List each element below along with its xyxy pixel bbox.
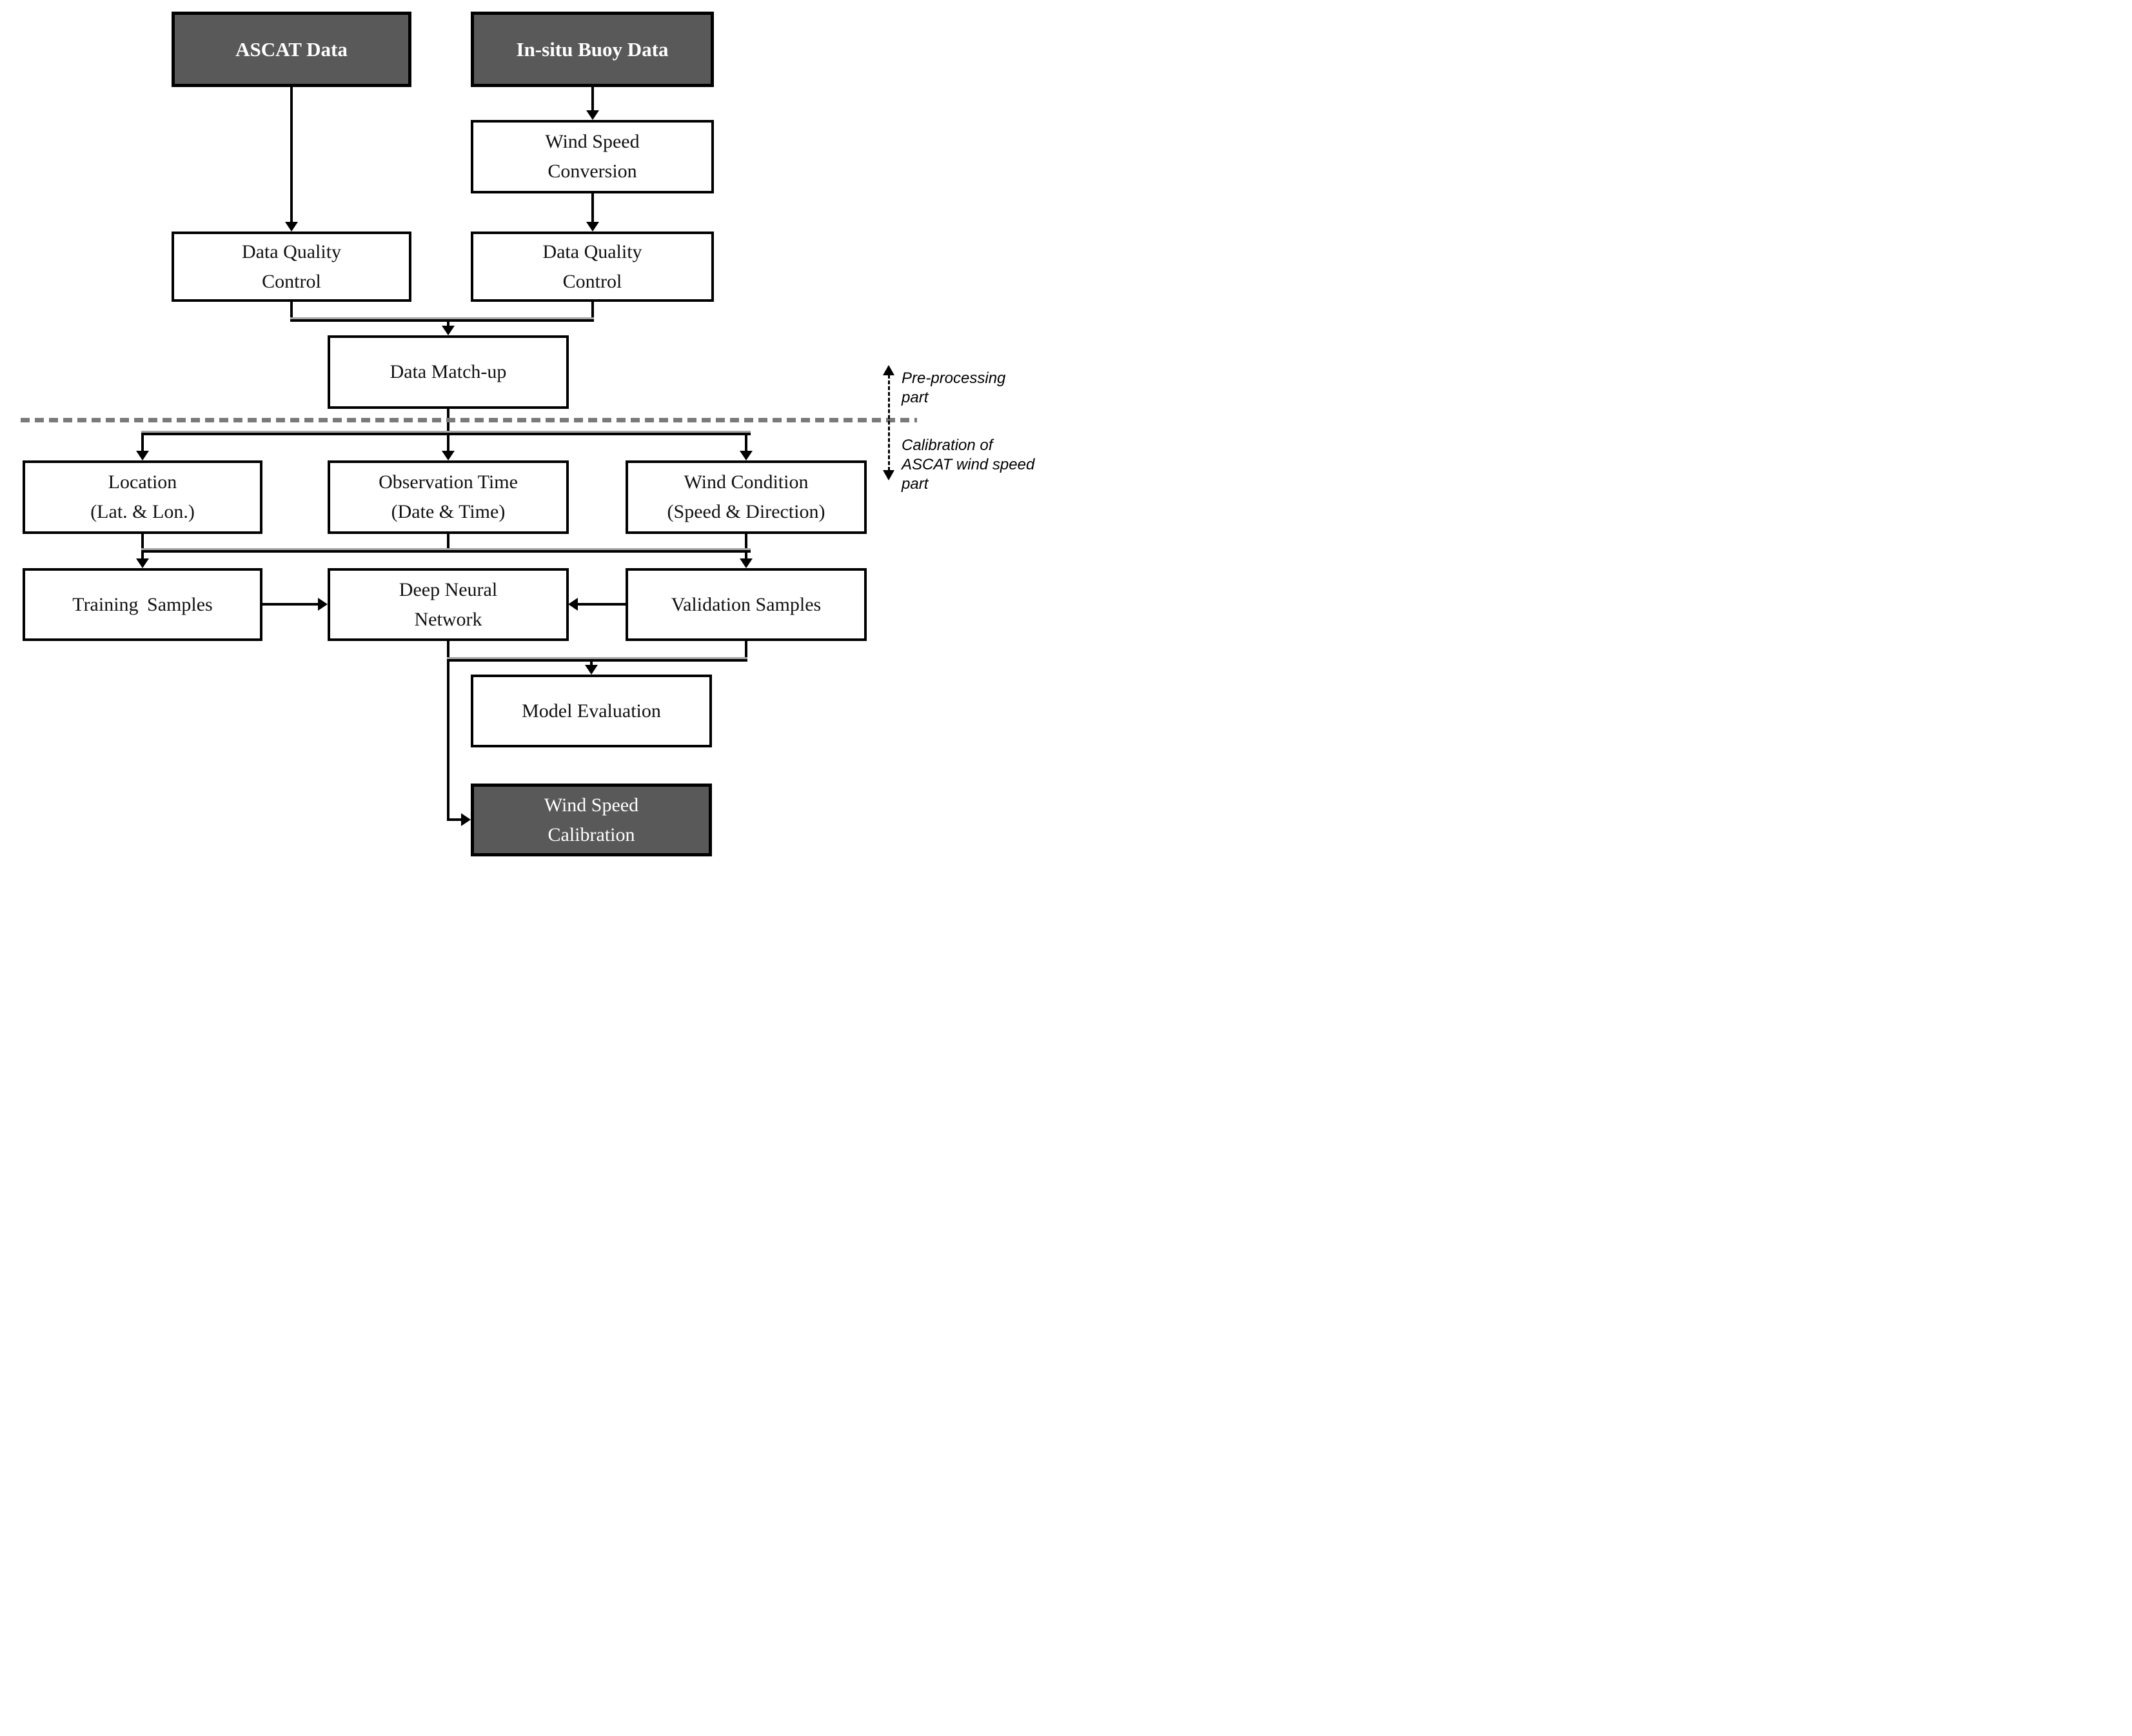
node-model-evaluation-label: Model Evaluation xyxy=(522,700,661,722)
connector-distribution-parameters xyxy=(141,431,751,435)
arrowhead-into-wsc xyxy=(586,110,599,120)
node-dqc-left-label-line1: Data Quality xyxy=(241,241,342,262)
node-data-quality-control-right: Data Quality Control xyxy=(471,232,714,302)
connector-merge-evaluation xyxy=(447,657,747,662)
node-training-samples: Training Samples xyxy=(23,568,262,641)
node-ascat-data: ASCAT Data xyxy=(172,12,411,87)
node-data-match-up-label: Data Match-up xyxy=(390,361,507,382)
node-dqc-right-label-line1: Data Quality xyxy=(542,241,642,262)
arrowhead-into-dnn-right xyxy=(568,598,578,611)
connector-dnn-down xyxy=(447,640,449,821)
node-dnn-label-line1: Deep Neural xyxy=(399,578,498,600)
arrowhead-into-wind-condition xyxy=(740,451,753,460)
node-wind-condition: Wind Condition (Speed & Direction) xyxy=(626,460,867,534)
node-deep-neural-network: Deep Neural Network xyxy=(328,568,569,641)
node-training-samples-label: Training Samples xyxy=(72,593,213,615)
node-data-match-up: Data Match-up xyxy=(328,335,569,409)
connector-location-down xyxy=(141,533,144,559)
arrowhead-into-training xyxy=(136,558,149,568)
connector-windcond-down xyxy=(745,533,747,559)
connector-obstime-down xyxy=(447,533,449,553)
flowchart-canvas: ASCAT Data In-situ Buoy Data Wind Speed … xyxy=(0,0,1066,868)
node-model-evaluation: Model Evaluation xyxy=(471,675,712,747)
connector-into-matchup xyxy=(447,322,449,327)
node-data-quality-control-left: Data Quality Control xyxy=(172,232,411,302)
annotation-pre-processing-line2: part xyxy=(902,389,929,406)
arrowhead-into-model-evaluation xyxy=(585,665,598,675)
connector-into-model-evaluation xyxy=(590,661,593,666)
connector-matchup-down xyxy=(447,408,449,452)
node-wind-speed-conversion-label-line2: Conversion xyxy=(548,161,637,182)
connector-dqc-left-down xyxy=(290,301,293,321)
node-location-label-line1: Location xyxy=(108,471,177,493)
connector-insitu-to-wsc xyxy=(591,86,594,111)
node-location-label-line2: (Lat. & Lon.) xyxy=(90,501,195,522)
node-dqc-right-label-line2: Control xyxy=(562,270,622,292)
annotation-pre-processing-line1: Pre-processing xyxy=(902,370,1006,387)
node-dqc-left-label-line2: Control xyxy=(262,270,321,292)
node-wscal-label-line1: Wind Speed xyxy=(544,794,639,816)
connector-validation-down xyxy=(745,640,747,658)
arrowhead-into-dqc-left xyxy=(285,222,298,232)
node-wind-speed-conversion-label-line1: Wind Speed xyxy=(545,131,640,152)
connector-dqc-right-down xyxy=(591,301,594,321)
connector-into-location xyxy=(141,435,144,452)
annotation-pre-processing: Pre-processing part xyxy=(902,369,1005,408)
connector-training-to-dnn xyxy=(262,603,319,606)
arrowhead-into-calibration xyxy=(461,813,471,826)
annotation-calibration-line2: ASCAT wind speed xyxy=(902,456,1035,473)
arrowhead-into-matchup xyxy=(442,326,455,335)
connector-merge-dqc xyxy=(290,317,594,322)
annotation-arrow-down xyxy=(883,470,894,480)
connector-wsc-to-dqc-right xyxy=(591,193,594,223)
connector-ascat-to-dqc-left xyxy=(290,86,293,223)
annotation-calibration-line1: Calibration of xyxy=(902,437,993,454)
connector-distribution-samples xyxy=(141,548,751,553)
arrowhead-into-validation xyxy=(740,558,753,568)
annotation-calibration-part: Calibration of ASCAT wind speed part xyxy=(902,436,1034,494)
node-wind-condition-label-line2: (Speed & Direction) xyxy=(667,501,825,522)
node-insitu-buoy-data-label: In-situ Buoy Data xyxy=(516,37,669,61)
arrowhead-into-dnn-left xyxy=(318,598,328,611)
node-observation-time-label-line1: Observation Time xyxy=(379,471,518,493)
node-ascat-data-label: ASCAT Data xyxy=(235,37,348,61)
node-observation-time: Observation Time (Date & Time) xyxy=(328,460,569,534)
node-observation-time-label-line2: (Date & Time) xyxy=(391,501,506,522)
node-insitu-buoy-data: In-situ Buoy Data xyxy=(471,12,714,87)
arrowhead-into-location xyxy=(136,451,149,460)
node-wind-speed-conversion: Wind Speed Conversion xyxy=(471,120,714,193)
annotation-calibration-line3: part xyxy=(902,475,929,493)
section-divider-dashed-line xyxy=(21,418,917,422)
annotation-arrow-dashed-line xyxy=(888,375,890,471)
node-validation-samples: Validation Samples xyxy=(626,568,867,641)
node-dnn-label-line2: Network xyxy=(414,608,482,630)
connector-validation-to-dnn xyxy=(578,603,626,606)
node-wscal-label-line2: Calibration xyxy=(548,824,635,845)
node-wind-condition-label-line1: Wind Condition xyxy=(684,471,809,493)
connector-into-wind-condition xyxy=(745,435,747,452)
annotation-arrow-up xyxy=(883,365,894,375)
arrowhead-into-dqc-right xyxy=(586,222,599,232)
node-validation-samples-label: Validation Samples xyxy=(671,593,822,615)
node-wind-speed-calibration: Wind Speed Calibration xyxy=(471,784,712,856)
node-location: Location (Lat. & Lon.) xyxy=(23,460,262,534)
arrowhead-into-observation-time xyxy=(442,451,455,460)
connector-dnn-to-calibration xyxy=(447,818,462,821)
